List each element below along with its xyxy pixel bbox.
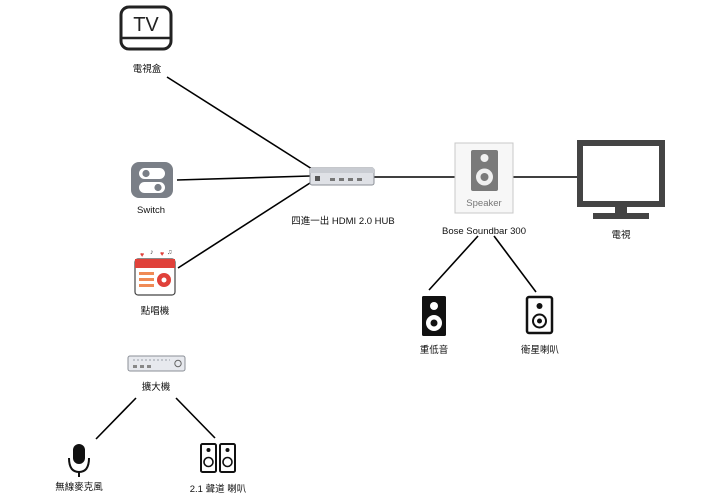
svg-text:♥: ♥ xyxy=(140,252,144,259)
edge-amplifier-to-speakers-21 xyxy=(175,397,216,439)
speaker-icon-text: Speaker xyxy=(466,198,501,209)
svg-text:♫: ♫ xyxy=(167,249,172,256)
nintendo-switch-icon xyxy=(131,162,173,198)
amplifier-icon xyxy=(127,355,186,372)
tv-box-label: 電視盒 xyxy=(132,64,162,75)
subwoofer-icon xyxy=(422,296,446,336)
mic-label: 無線麥克風 xyxy=(55,482,103,493)
edge-amplifier-to-mic xyxy=(95,397,137,440)
microphone-icon xyxy=(68,444,90,477)
speaker-icon: Speaker xyxy=(454,142,514,214)
svg-text:♪: ♪ xyxy=(150,249,154,256)
karaoke-label: 點唱機 xyxy=(140,306,170,317)
karaoke-machine-icon: ♥ ♪ ♥ ♫ xyxy=(134,249,176,296)
edge-switch-to-hdmi-hub xyxy=(176,175,311,181)
edge-soundbar-to-satellite xyxy=(493,235,537,293)
soundbar-label: Bose Soundbar 300 xyxy=(442,226,526,237)
edge-tv-box-to-hdmi-hub xyxy=(166,76,313,170)
switch-label: Switch xyxy=(137,205,165,216)
amplifier-label: 擴大機 xyxy=(141,382,171,393)
svg-text:♥: ♥ xyxy=(160,251,164,258)
tv-box-icon: TV xyxy=(119,5,173,51)
subwoofer-label: 重低音 xyxy=(419,345,449,356)
tv-label: 電視 xyxy=(611,230,631,241)
stereo-speakers-icon xyxy=(200,443,236,473)
hdmi-hub-label: 四進一出 HDMI 2.0 HUB xyxy=(291,216,395,227)
satellite-speaker-icon xyxy=(525,295,554,335)
tv-box-icon-text: TV xyxy=(133,14,159,36)
connection-lines xyxy=(95,76,577,440)
satellite-label: 衛星喇叭 xyxy=(520,345,560,356)
hdmi-hub-icon xyxy=(309,167,375,186)
speakers-21-label: 2.1 聲道 喇叭 xyxy=(189,484,247,495)
edge-karaoke-to-hdmi-hub xyxy=(177,182,311,269)
edge-soundbar-to-subwoofer xyxy=(428,235,479,291)
monitor-icon xyxy=(577,140,665,219)
